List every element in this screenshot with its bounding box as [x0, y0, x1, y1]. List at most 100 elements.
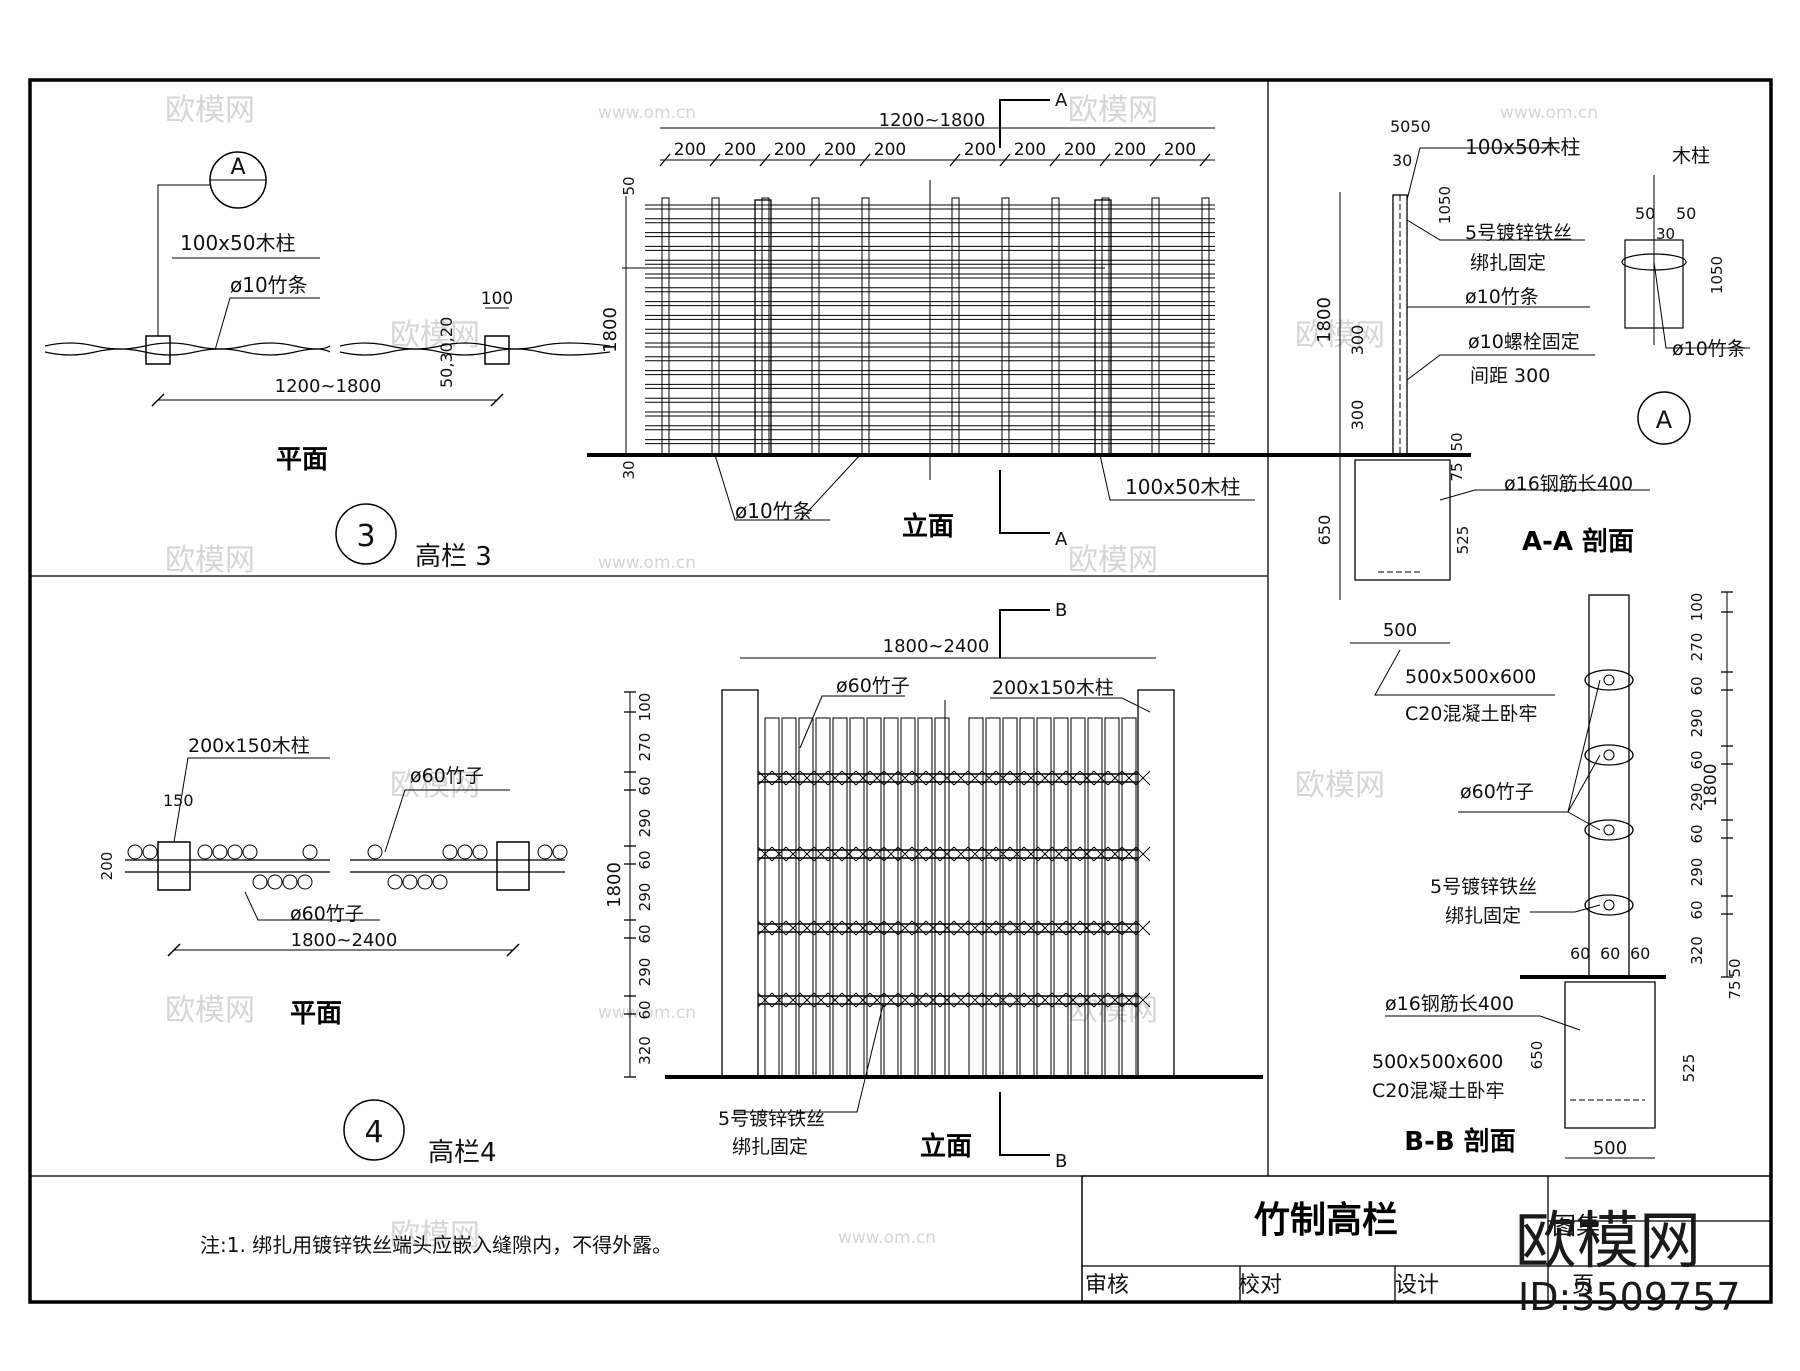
wire-label: 5号镀锌铁丝	[1430, 876, 1537, 898]
dim-chain-value: 290	[636, 958, 654, 987]
dim-chain-value: 60	[636, 850, 654, 869]
dim-spacing: 200	[874, 140, 906, 160]
dim-tick	[809, 153, 821, 167]
bamboo-pole	[849, 717, 865, 1078]
tie-cross	[757, 846, 1151, 862]
dim-300: 300	[1348, 325, 1367, 356]
bamboo-circle	[472, 844, 488, 860]
strip-label: ø10竹条	[1465, 286, 1539, 308]
dim-chain-value: 320	[636, 1036, 654, 1065]
bamboo-circle	[267, 874, 283, 890]
bamboo-circle	[282, 874, 298, 890]
section-mark: B	[1055, 600, 1067, 621]
bamboo-pole	[832, 717, 848, 1078]
bamboo-circle	[387, 874, 403, 890]
tie-cross	[757, 770, 1151, 786]
dim-spacing: 200	[674, 140, 706, 160]
dim-span: 1200~1800	[879, 110, 986, 131]
bamboo-poles	[764, 717, 1137, 1078]
dim-chain-value: 290	[636, 883, 654, 912]
callout-letter: A	[1656, 406, 1673, 434]
review-label: 审核	[1085, 1273, 1129, 1298]
bamboo-circle	[552, 844, 568, 860]
concrete-footing	[1564, 981, 1656, 1129]
footing-label: 500x500x600	[1372, 1051, 1503, 1073]
bamboo-pole	[985, 717, 1001, 1078]
bamboo-pole	[1053, 717, 1069, 1078]
dim-tick	[1049, 153, 1061, 167]
bamboo-core	[1603, 674, 1615, 686]
bamboo-circle	[227, 844, 243, 860]
bamboo-pole	[968, 717, 984, 1078]
dim-1050: 1050	[1436, 186, 1454, 224]
bamboo-core	[1603, 899, 1615, 911]
wire-ties	[757, 770, 1151, 1008]
fence4-elevation: 1800~2400 B B ø60竹子 200x150木柱 1002706029…	[604, 600, 1263, 1172]
dim-tick	[949, 153, 961, 167]
detail-number: 4	[364, 1115, 383, 1150]
post-label: 100x50木柱	[1465, 135, 1580, 159]
design-label: 设计	[1395, 1273, 1439, 1298]
dim-60: 60	[1570, 944, 1590, 963]
detail-number-circle	[343, 1099, 405, 1161]
watermark-logo: 欧模网	[390, 1218, 480, 1253]
bamboo-circle	[242, 844, 258, 860]
dim-150: 150	[163, 791, 194, 810]
check-label: 校对	[1238, 1273, 1282, 1298]
dim-chain-value: 60	[1688, 676, 1706, 695]
dim-60: 60	[1600, 944, 1620, 963]
plan-post	[496, 841, 530, 891]
bamboo-pole	[1087, 717, 1103, 1078]
dim-spacing: 200	[1064, 140, 1096, 160]
footing-label: C20混凝土卧牢	[1405, 703, 1537, 725]
plan-caption: 平面	[276, 445, 328, 475]
dim-tick	[759, 153, 771, 167]
dim-chain-value: 60	[636, 776, 654, 795]
bamboo-pole	[883, 717, 899, 1078]
dim-chain-value: 60	[1688, 900, 1706, 919]
elevation-caption: 立面	[920, 1131, 972, 1162]
plan-caption: 平面	[290, 999, 342, 1029]
watermark-url: www.om.cn	[1500, 103, 1598, 123]
dim-50: 50	[1448, 432, 1466, 451]
post-label: 200x150木柱	[992, 677, 1114, 699]
dim-30: 30	[1656, 225, 1675, 243]
bamboo-pole	[815, 717, 831, 1078]
dim-500: 500	[1383, 620, 1417, 641]
wire-label: 绑扎固定	[1445, 905, 1521, 927]
dim-span: 1800~2400	[883, 636, 990, 657]
post	[754, 199, 772, 456]
bamboo-circle	[252, 874, 268, 890]
bamboo-circle	[142, 844, 158, 860]
section-aa: 1800 300 300 650 5050 30 100x50木柱 1050 5…	[1170, 117, 1650, 725]
fence3-plan: A 100x50木柱 ø10竹条 100 50,30,20 1200~1800 …	[44, 151, 611, 475]
bolt-label: ø10螺栓固定	[1468, 331, 1580, 353]
vertical-strip	[1001, 197, 1010, 456]
tie-cross	[757, 992, 1151, 1008]
dim-chain-value: 60	[1688, 824, 1706, 843]
bamboo-pole	[866, 717, 882, 1078]
dim-525: 525	[1680, 1054, 1698, 1083]
rebar-label: ø16钢筋长400	[1385, 993, 1514, 1015]
dim-bottom: 30	[620, 460, 638, 479]
detail-title: 高栏 3	[415, 542, 492, 572]
dim-top: 50	[620, 176, 638, 195]
bamboo-circle	[417, 874, 433, 890]
watermark-logo: 欧模网	[165, 93, 255, 128]
dim-75: 75	[1448, 462, 1466, 481]
fence4-plan: 200x150木柱 ø60竹子 150 200 ø60竹子 1800~2400 …	[98, 735, 568, 1029]
post-label: 200x150木柱	[188, 735, 310, 757]
dim-chain-value: 100	[1688, 593, 1706, 622]
vertical-strip	[811, 197, 820, 456]
bamboo-section	[1584, 669, 1634, 691]
dim-525: 525	[1454, 526, 1472, 555]
section-mark: A	[1055, 529, 1068, 550]
bamboo-sections	[1584, 669, 1634, 916]
brand-watermark: 欧模网 ID:3509757	[1515, 1204, 1741, 1319]
watermark-logo: 欧模网	[165, 993, 255, 1028]
dim-spacing: 200	[1014, 140, 1046, 160]
dim-chain-value: 100	[636, 693, 654, 722]
bamboo-section	[1584, 819, 1634, 841]
